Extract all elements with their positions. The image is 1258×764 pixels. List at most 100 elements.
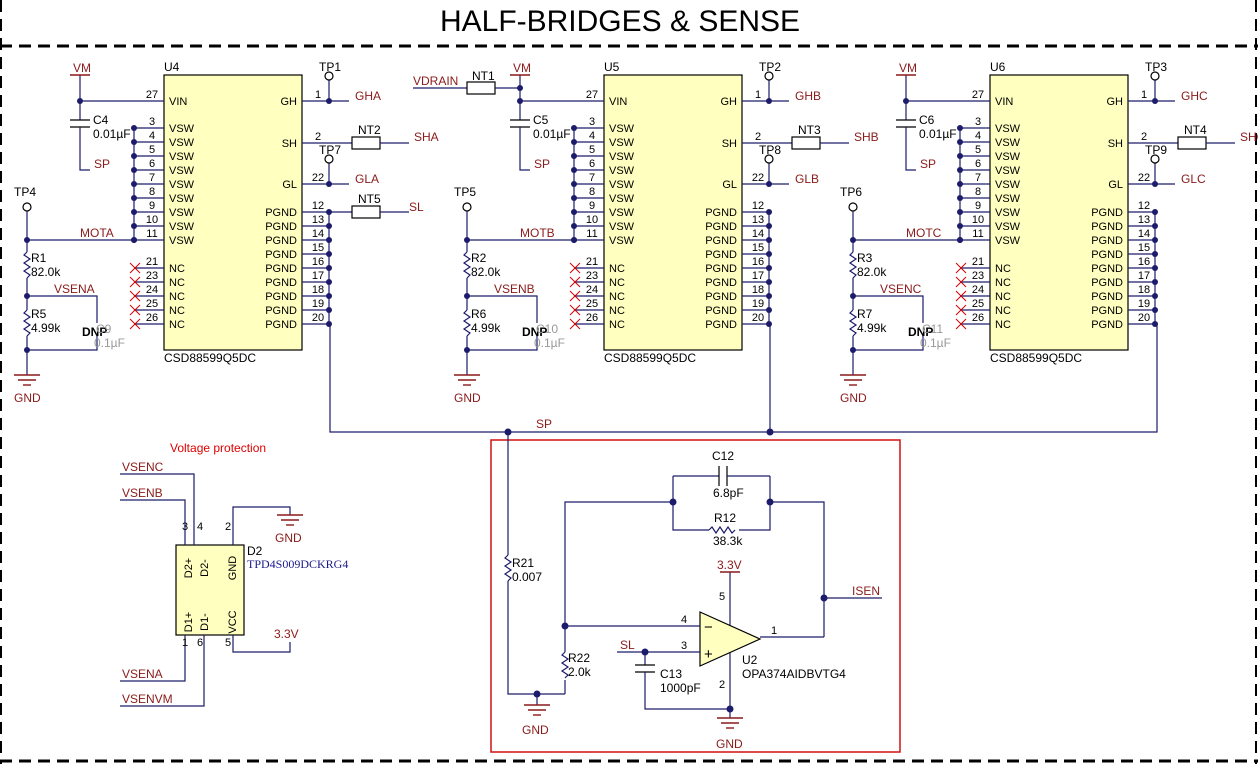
nt-sh-0: NT2 xyxy=(358,123,381,137)
amp-ground-icon-left xyxy=(524,704,550,716)
u2-minus: − xyxy=(704,619,713,636)
sp-bus-label: SP xyxy=(536,417,552,431)
chip-ref-1: U5 xyxy=(604,60,620,74)
vsen-net-2: VSENC xyxy=(880,282,922,296)
r-top-val-0: 82.0k xyxy=(31,265,61,279)
vdrain-net: VDRAIN xyxy=(413,74,458,88)
chip-0-left-pin-name: NC xyxy=(169,291,185,303)
d2-tvs-body xyxy=(175,544,245,636)
chip-0-left-pin-num: 8 xyxy=(149,186,155,198)
d2-pin-num: 5 xyxy=(225,637,231,649)
chip-2-right-pin-name: PGND xyxy=(1091,207,1123,219)
chip-1-left-pin-name: VSW xyxy=(609,179,635,191)
chip-0-left-pin-num: 9 xyxy=(149,200,155,212)
r12-value: 38.3k xyxy=(713,534,743,548)
chip-0-left-pin-name: VSW xyxy=(169,179,195,191)
chip-2-right-pin-num: 1 xyxy=(1141,89,1147,101)
tp-gh-icon-0 xyxy=(324,71,334,81)
d2-pin-num: 2 xyxy=(225,521,231,533)
c-dnp-ref-0: C9 xyxy=(96,322,112,336)
chip-2-right-pin-name: PGND xyxy=(1091,221,1123,233)
gnd-net-2: GND xyxy=(840,391,867,405)
chip-2-left-pin-name: VSW xyxy=(995,207,1021,219)
chip-1-left-pin-name: NC xyxy=(609,319,625,331)
c13-ref: C13 xyxy=(660,667,682,681)
chip-2-right-pin-num: 12 xyxy=(1138,200,1150,212)
chip-1-left-pin-name: NC xyxy=(609,291,625,303)
d2-pin-num: 6 xyxy=(197,637,203,649)
gl-net-2: GLC xyxy=(1181,172,1206,186)
chip-2-left-pin-num: 21 xyxy=(972,256,984,268)
r-top-icon-0 xyxy=(22,251,32,279)
chip-0-right-pin-name: PGND xyxy=(265,277,297,289)
u2-pin-out: 1 xyxy=(771,625,777,637)
chip-1-right-pin-name: GL xyxy=(722,179,737,191)
half-bridge-2: U6CSD88599Q5DC27VIN3VSW4VSW5VSW6VSW7VSW8… xyxy=(840,60,1258,405)
chip-1-left-pin-num: 25 xyxy=(586,298,598,310)
chip-1-left-pin-num: 7 xyxy=(589,172,595,184)
vsena-net-d2: VSENA xyxy=(122,667,163,681)
tp-gh-2: TP3 xyxy=(1145,60,1167,74)
current-sense-block: GND R21 0.007 R22 2.0k ISEN C12 6.8pF R1… xyxy=(490,432,901,753)
d2-part: TPD4S009DCKRG4 xyxy=(247,557,348,571)
chip-0-right-pin-name: GL xyxy=(282,179,297,191)
chip-1-left-pin-name: NC xyxy=(609,277,625,289)
chip-2-right-pin-num: 20 xyxy=(1138,312,1150,324)
chip-0-right-pin-name: PGND xyxy=(265,305,297,317)
tp-mot-icon-0 xyxy=(22,202,32,212)
chip-2-left-pin-num: 7 xyxy=(975,172,981,184)
c-dnp-val-2: 0.1µF xyxy=(920,336,951,350)
chip-2-left-pin-num: 8 xyxy=(975,186,981,198)
half-bridge-0: U4CSD88599Q5DC27VIN3VSW4VSW5VSW6VSW7VSW8… xyxy=(14,60,439,405)
chip-2-left-pin-num: 11 xyxy=(972,228,983,240)
tp-mot-0: TP4 xyxy=(14,185,36,199)
d2-ref: D2 xyxy=(247,544,263,558)
chip-0-right-pin-name: PGND xyxy=(265,249,297,261)
chip-0-left-pin-num: 10 xyxy=(146,214,158,226)
chip-1-left-pin-name: VSW xyxy=(609,123,635,135)
chip-0-left-pin-name: VSW xyxy=(169,123,195,135)
chip-0-left-pin-num: 26 xyxy=(146,312,158,324)
chip-1-right-pin-name: PGND xyxy=(705,291,737,303)
chip-2-left-pin-name: NC xyxy=(995,277,1011,289)
chip-1-left-pin-num: 6 xyxy=(589,158,595,170)
chip-2-right-pin-name: PGND xyxy=(1091,319,1123,331)
chip-0-left-pin-name: NC xyxy=(169,277,185,289)
vm-net-1: VM xyxy=(513,61,531,75)
chip-0-left-pin-num: 6 xyxy=(149,158,155,170)
chip-0-left-pin-num: 27 xyxy=(146,89,158,101)
gnd-net-0: GND xyxy=(14,391,41,405)
chip-2-left-pin-num: 4 xyxy=(975,130,981,142)
r-top-val-2: 82.0k xyxy=(857,265,887,279)
c-dnp-val-0: 0.1µF xyxy=(94,336,125,350)
u2-plus: + xyxy=(704,646,713,663)
chip-2-left-pin-name: NC xyxy=(995,305,1011,317)
chip-1-left-pin-name: VSW xyxy=(609,193,635,205)
chip-1-left-pin-name: NC xyxy=(609,263,625,275)
chip-0-right-pin-num: 14 xyxy=(312,228,324,240)
chip-1-left-pin-name: NC xyxy=(609,305,625,317)
vsen-net-0: VSENA xyxy=(54,282,95,296)
chip-2-left-pin-name: VSW xyxy=(995,123,1021,135)
chip-0-left-pin-num: 21 xyxy=(146,256,158,268)
gl-net-1: GLB xyxy=(795,172,819,186)
chip-0-left-pin-name: VSW xyxy=(169,235,195,247)
nt-vdrain-icon xyxy=(466,81,496,95)
tp-gl-icon-0 xyxy=(324,154,334,164)
gnd-icon-2 xyxy=(840,374,866,386)
c-dnp-ref-1: C10 xyxy=(536,322,558,336)
gh-net-1: GHB xyxy=(795,89,821,103)
chip-2-left-pin-name: NC xyxy=(995,291,1011,303)
gh-net-2: GHC xyxy=(1181,89,1208,103)
u2-pin-inp: 3 xyxy=(681,640,687,652)
chip-ref-2: U6 xyxy=(990,60,1006,74)
chip-1-right-pin-name: SH xyxy=(722,138,737,150)
r-top-icon-1 xyxy=(462,251,472,279)
mot-net-2: MOTC xyxy=(906,226,942,240)
r-bot-icon-1 xyxy=(462,309,472,337)
chip-1-left-pin-num: 27 xyxy=(586,89,598,101)
dnp-mark-2: DNP xyxy=(908,325,933,339)
chip-1-left-pin-num: 3 xyxy=(589,116,595,128)
